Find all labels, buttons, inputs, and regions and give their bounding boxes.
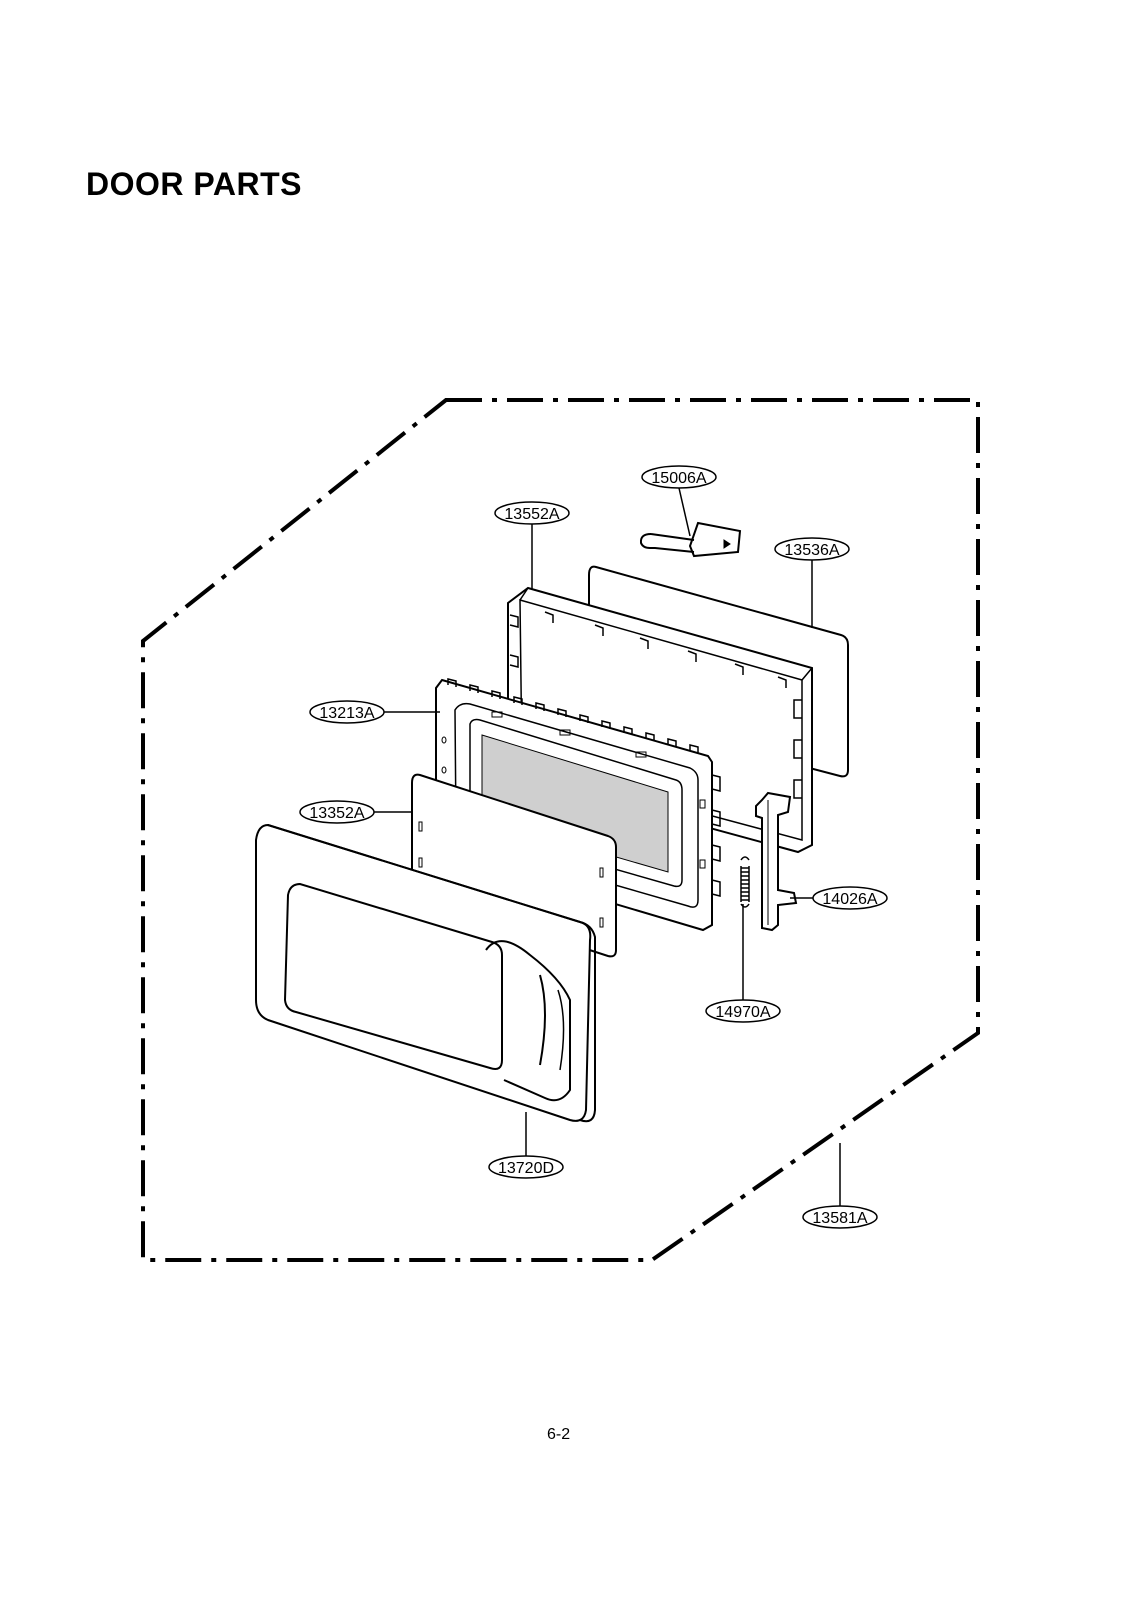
page-title: DOOR PARTS xyxy=(86,166,302,202)
label-13213A-text: 13213A xyxy=(319,705,374,722)
part-13213A-shape xyxy=(435,678,721,932)
part-13720D-shape xyxy=(255,823,596,1123)
part-14026A-shape xyxy=(755,791,798,932)
label-14970A-text: 14970A xyxy=(715,1004,770,1021)
label-13213A: 13213A xyxy=(309,700,385,724)
assembly-boundary xyxy=(141,398,980,1262)
label-13352A: 13352A xyxy=(299,800,375,824)
part-15006A-shape xyxy=(639,521,742,558)
label-15006A: 15006A xyxy=(641,465,717,489)
label-14026A-text: 14026A xyxy=(822,891,877,908)
label-13536A: 13536A xyxy=(774,537,850,561)
label-15006A-text: 15006A xyxy=(651,470,706,487)
label-14970A: 14970A xyxy=(705,999,781,1023)
part-13352A-shape xyxy=(411,773,617,958)
label-13352A-text: 13352A xyxy=(309,805,364,822)
label-13536A-text: 13536A xyxy=(784,542,839,559)
label-13552A-text: 13552A xyxy=(504,506,559,523)
label-13720D-text: 13720D xyxy=(498,1160,554,1177)
label-13581A-text: 13581A xyxy=(812,1210,867,1227)
label-14026A: 14026A xyxy=(812,886,888,910)
label-13581A: 13581A xyxy=(802,1205,878,1229)
part-labels: 15006A 13552A 13536A 13213A 13352A 14026… xyxy=(299,465,888,1229)
part-14970A-shape xyxy=(740,856,750,908)
label-13720D: 13720D xyxy=(488,1155,564,1179)
leader-lines xyxy=(371,487,841,1206)
page-number: 6-2 xyxy=(547,1426,571,1443)
label-13552A: 13552A xyxy=(494,501,570,525)
